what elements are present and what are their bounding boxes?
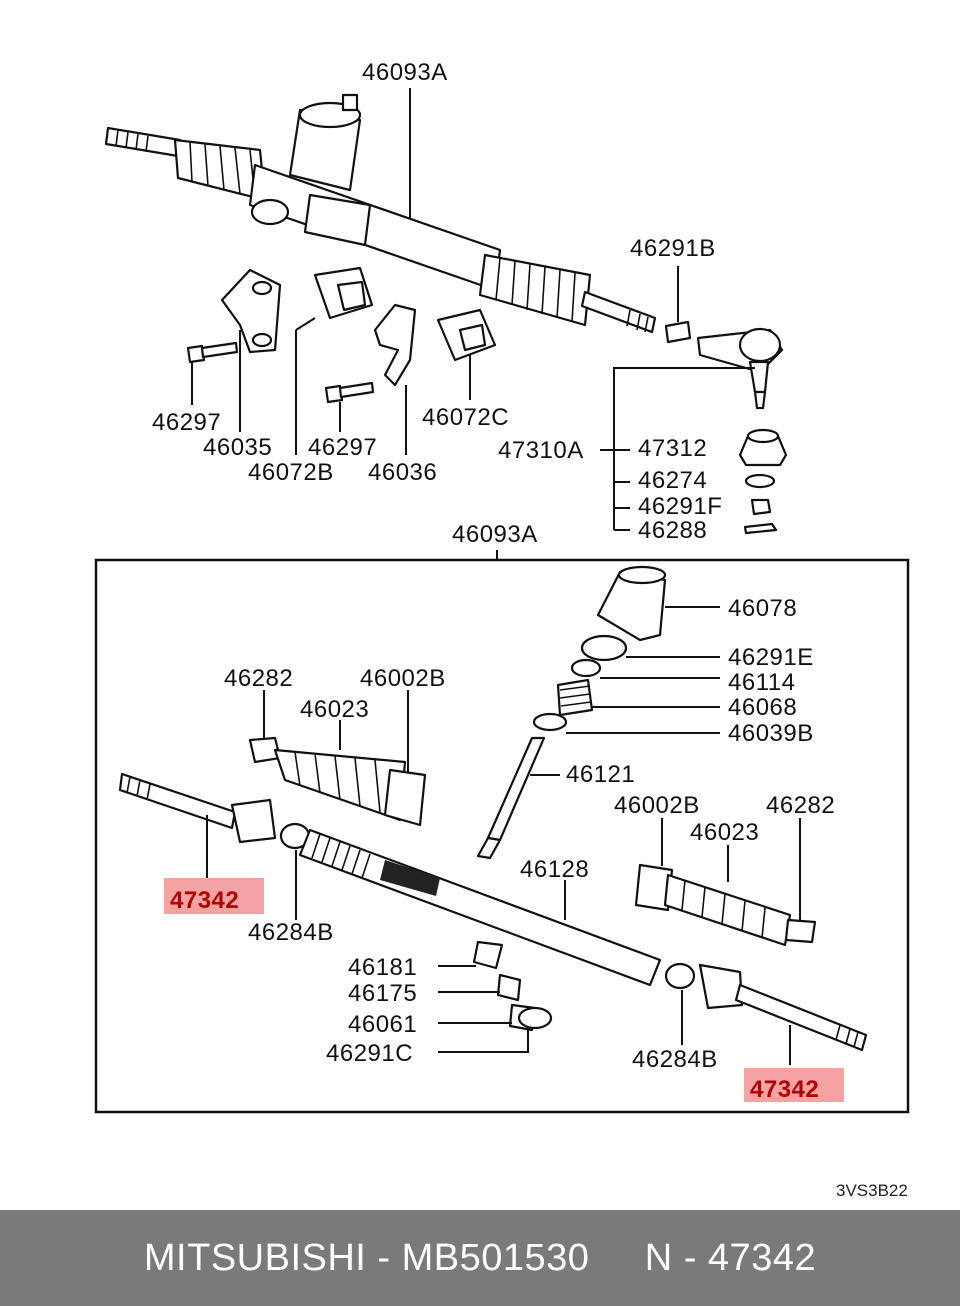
- label-47312: 47312: [638, 435, 707, 462]
- label-46072C: 46072C: [422, 404, 509, 431]
- label-46284B-right: 46284B: [632, 1046, 718, 1073]
- ring-46039B: [532, 712, 568, 732]
- bolt-46297-b: [324, 381, 375, 404]
- part-46181: [472, 940, 504, 970]
- box-title-46093A: 46093A: [452, 521, 538, 548]
- boot-46078: [596, 565, 667, 642]
- label-46297-a: 46297: [152, 409, 221, 436]
- label-46114: 46114: [728, 669, 795, 696]
- nut-46291F: [750, 498, 772, 516]
- spring-46175: [496, 973, 522, 1002]
- pinion-46121: [476, 736, 546, 860]
- washer-46114: [570, 658, 602, 678]
- steering-rack-assembly: [104, 93, 657, 334]
- bearing-46068: [556, 678, 594, 717]
- label-46078: 46078: [728, 595, 797, 622]
- label-46036: 46036: [368, 459, 437, 486]
- label-46039B: 46039B: [728, 720, 814, 747]
- label-46291F: 46291F: [638, 493, 722, 520]
- label-47342-left: 47342: [170, 887, 239, 914]
- label-46023-left: 46023: [300, 696, 369, 723]
- dust-cover-47312: [738, 428, 788, 467]
- footer-part-info: MITSUBISHI - MB501530 N - 47342: [143, 1236, 817, 1279]
- exploded-view-box: [94, 558, 910, 1114]
- label-46297-b: 46297: [308, 434, 377, 461]
- label-46023-right: 46023: [690, 819, 759, 846]
- drawing-code: 3VS3B22: [836, 1181, 908, 1200]
- label-47310A: 47310A: [498, 437, 584, 464]
- footer-bar: MITSUBISHI - MB501530 N - 47342: [0, 1210, 960, 1306]
- label-46061: 46061: [348, 1011, 417, 1038]
- clamp-46282-right: [784, 918, 817, 944]
- tie-rod-end: [696, 327, 784, 410]
- highlight-47342-right: [744, 1068, 844, 1102]
- band-46002B-left: [383, 768, 427, 827]
- label-46291C: 46291C: [326, 1040, 413, 1067]
- bushing-46072C: [436, 308, 497, 362]
- label-46002B-left: 46002B: [360, 665, 446, 692]
- parts-diagram: 46093A 46291B 46297 46035 4: [94, 59, 910, 1200]
- seal-46291E: [580, 634, 628, 662]
- tie-rod-47342-right: [664, 962, 868, 1052]
- nut-46291C: [517, 1006, 553, 1030]
- highlight-47342-left: [164, 878, 264, 914]
- label-46002B-right: 46002B: [614, 792, 700, 819]
- label-46288: 46288: [638, 517, 707, 544]
- label-46282-right: 46282: [766, 792, 835, 819]
- bracket-46036: [373, 303, 417, 387]
- tie-rod-47342-left: [118, 772, 311, 850]
- label-46093A-upper: 46093A: [362, 59, 448, 86]
- band-46002B-right: [634, 863, 674, 912]
- pin-46288: [743, 522, 778, 535]
- label-46128: 46128: [520, 856, 589, 883]
- label-46035: 46035: [203, 434, 272, 461]
- label-46291E: 46291E: [728, 644, 814, 671]
- label-46175: 46175: [348, 980, 417, 1007]
- bolt-46297-a: [186, 341, 239, 364]
- label-46072B: 46072B: [248, 459, 334, 486]
- label-46068: 46068: [728, 694, 797, 721]
- label-46291B: 46291B: [630, 235, 716, 262]
- bushing-46072B: [313, 266, 374, 320]
- label-46274: 46274: [638, 467, 707, 494]
- bracket-46035: [220, 268, 282, 354]
- label-46121: 46121: [566, 761, 635, 788]
- ring-46274: [744, 473, 776, 489]
- label-46181: 46181: [348, 954, 417, 981]
- label-47342-right: 47342: [750, 1076, 819, 1103]
- label-46282-left: 46282: [224, 665, 293, 692]
- boot-46023-right: [663, 873, 792, 947]
- label-46284B-left: 46284B: [248, 919, 334, 946]
- rack-46128: [298, 828, 662, 987]
